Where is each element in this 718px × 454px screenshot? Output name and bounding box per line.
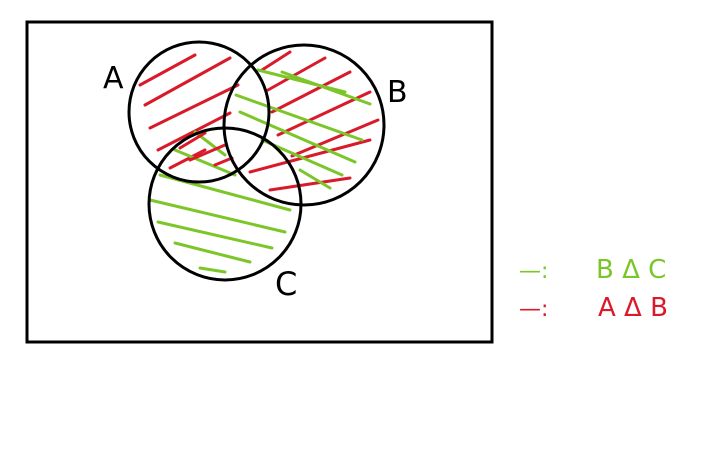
red-hatch-a xyxy=(138,53,240,170)
label-set-a: A xyxy=(103,61,124,96)
circle-a xyxy=(127,40,271,184)
legend-marker-red: —: xyxy=(519,297,548,322)
legend-item-green: —: B Δ C xyxy=(519,255,666,285)
red-hatch-ac xyxy=(178,131,234,167)
label-set-b: B xyxy=(387,75,408,110)
legend-marker-green: —: xyxy=(519,259,548,284)
circle-b xyxy=(222,43,386,207)
legend-expression-red: A Δ B xyxy=(598,293,668,323)
green-hatch-c xyxy=(148,130,292,274)
legend-item-red: —: A Δ B xyxy=(519,293,668,323)
legend-expression-green: B Δ C xyxy=(596,255,666,285)
legend: —: B Δ C —: A Δ B xyxy=(519,255,668,323)
label-set-c: C xyxy=(275,265,297,303)
universal-set-box xyxy=(25,20,494,344)
circle-c xyxy=(147,126,303,282)
